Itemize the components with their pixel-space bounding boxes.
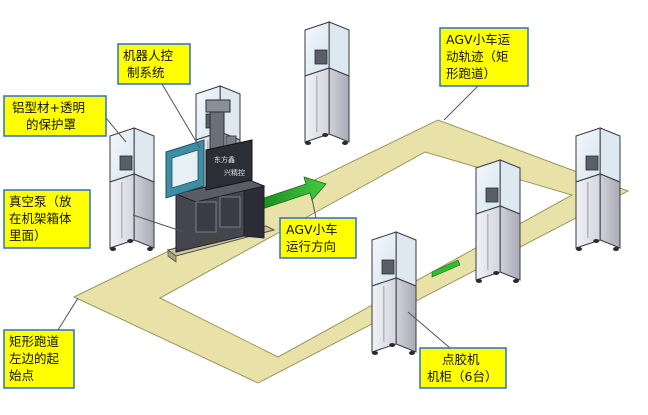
cabinet-foot: [342, 141, 348, 145]
callout-vacuum-pump-line3: 里面）: [9, 228, 47, 243]
cabinet-left-profile: [109, 127, 155, 251]
cabinet-body-side: [133, 173, 155, 249]
callout-vacuum-pump-line1: 真空泵（放: [9, 194, 72, 209]
cabinet-foot: [127, 239, 134, 243]
cabinet-foot: [513, 279, 519, 283]
cabinet-group: [109, 21, 621, 355]
cabinet-foot: [305, 141, 311, 145]
machine-base-front: [167, 249, 177, 263]
glass-panel-side: [499, 159, 521, 215]
pointer-start-point: [57, 297, 79, 331]
dispense-head: [119, 155, 133, 171]
cabinet-5: [371, 231, 417, 355]
panel-text-line2: 兴精控: [224, 168, 245, 177]
control-panel: [205, 139, 253, 191]
pointer-glue-cabinet: [407, 311, 451, 349]
callout-robot-control: 机器人控 制系统: [117, 43, 191, 85]
dispense-head: [485, 187, 499, 203]
callout-agv-track-line2: 动轨迹（矩: [446, 49, 509, 64]
callout-start-point-line3: 始点: [9, 368, 34, 383]
pointer-agv-track: [443, 85, 479, 121]
dispense-head: [314, 49, 328, 65]
pointer-profile-cover: [105, 117, 127, 143]
robot-head: [205, 99, 231, 113]
cabinet-foot: [593, 239, 600, 243]
callout-glue-cabinet: 点胶机 机柜（6台）: [419, 347, 507, 389]
pointer-robot-control: [161, 83, 201, 149]
glass-panel-front: [109, 127, 135, 183]
cabinet-4: [475, 159, 521, 283]
callout-agv-direction-box: [279, 217, 357, 259]
callout-start-point: 矩形跑道 左边的起 始点: [3, 329, 75, 389]
panel-text-line1: 东方鑫: [214, 155, 235, 164]
callout-robot-control-box: [117, 43, 191, 85]
teal-cover-inner: [171, 149, 199, 189]
callout-profile-cover: 铝型材+透明 的保护罩: [3, 95, 107, 137]
cabinet-body-side: [499, 205, 521, 281]
cabinet-foot: [409, 351, 415, 355]
dispense-head: [585, 155, 599, 171]
callout-start-point-line2: 左边的起: [9, 351, 60, 366]
dispense-head: [381, 259, 395, 275]
cabinet-foot: [613, 247, 619, 251]
glass-panel-side: [599, 127, 621, 183]
cabinet-foot: [476, 279, 482, 283]
cabinet-foot: [110, 247, 116, 251]
cabinet-body-side: [328, 67, 350, 143]
callout-agv-track-line1: AGV小车运: [446, 32, 511, 47]
cabinet-foot: [372, 351, 378, 355]
cabinet-foot: [493, 271, 500, 275]
cabinet-foot: [576, 247, 582, 251]
callout-vacuum-pump-line2: 在机架箱体: [9, 211, 72, 226]
cabinet-3: [575, 127, 621, 251]
glass-panel-side: [395, 231, 417, 287]
direction-arrow-small: [431, 259, 461, 278]
glass-panel-side: [328, 21, 350, 77]
callout-agv-direction: AGV小车 运行方向: [279, 217, 357, 259]
glass-panel-front: [475, 159, 501, 215]
cabinet-body-side: [599, 173, 621, 249]
callout-glue-cabinet-box: [419, 347, 507, 389]
glass-panel-front: [575, 127, 601, 183]
cabinet-1: [304, 21, 350, 145]
cabinet-body-side: [395, 277, 417, 353]
glass-panel-front: [371, 231, 397, 287]
robot-control-unit: 东方鑫 兴精控 东方鑫兴精控: [165, 99, 276, 263]
callout-start-point-box: [3, 329, 75, 389]
machine-door-right: [219, 196, 241, 228]
callout-agv-track: AGV小车运 动轨迹（矩 形跑道）: [439, 27, 529, 87]
cabinet-foot: [147, 247, 153, 251]
glass-panel-front: [304, 21, 330, 77]
callout-glue-cabinet-line2: 机柜（6台）: [427, 369, 497, 384]
callout-agv-direction-line1: AGV小车: [286, 222, 338, 237]
direction-arrow-large: [257, 176, 327, 210]
callout-start-point-line1: 矩形跑道: [9, 334, 60, 349]
callout-robot-control-line1: 机器人控: [123, 48, 174, 63]
cabinet-foot: [389, 343, 396, 347]
cabinet-foot: [322, 133, 329, 137]
callout-glue-cabinet-line1: 点胶机: [442, 352, 480, 367]
machine-door-left: [195, 201, 217, 233]
callout-agv-track-box: [439, 27, 529, 87]
callout-profile-cover-box: [3, 95, 107, 137]
callout-robot-control-line2: 制系统: [127, 65, 165, 80]
pointer-agv-direction: [311, 198, 317, 219]
glass-panel-side: [133, 127, 155, 183]
callout-agv-direction-line2: 运行方向: [286, 239, 336, 254]
callout-vacuum-pump-box: [3, 189, 91, 249]
callout-vacuum-pump: 真空泵（放 在机架箱体 里面）: [3, 189, 91, 249]
pointer-vacuum-pump: [132, 214, 185, 233]
callout-pointers: [57, 83, 479, 349]
callout-profile-cover-line2: 的保护罩: [26, 117, 76, 132]
callout-profile-cover-line1: 铝型材+透明: [12, 100, 85, 115]
callout-agv-track-line3: 形跑道）: [446, 66, 496, 81]
